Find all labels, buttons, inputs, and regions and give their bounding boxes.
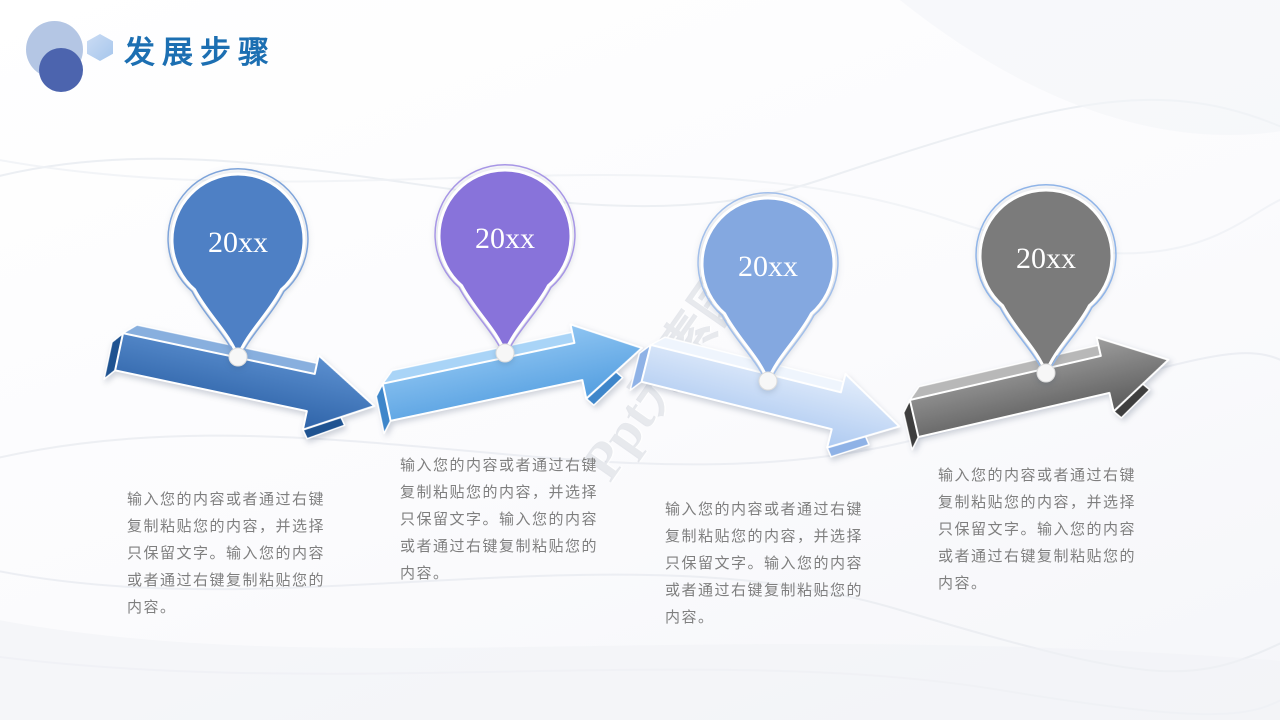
year-pin-4[interactable]: 20xx (971, 178, 1121, 383)
step-description-2[interactable]: 输入您的内容或者通过右键 复制粘贴您的内容，并选择 只保留文字。输入您的内容 或… (400, 457, 599, 582)
year-label: 20xx (208, 226, 268, 259)
step-arrow-2[interactable] (363, 297, 667, 455)
pin-tip-dot (228, 347, 248, 367)
pin-outer-ring (697, 192, 839, 389)
step-description-4[interactable]: 输入您的内容或者通过右键 复制粘贴您的内容，并选择 只保留文字。输入您的内容 或… (938, 467, 1137, 592)
pin-outer-ring (434, 164, 576, 361)
pin-tip-dot (758, 371, 778, 391)
page-title[interactable]: 发展步骤 (124, 35, 276, 70)
pin-balloon (437, 168, 573, 358)
year-label: 20xx (1016, 242, 1076, 275)
year-pin-2[interactable]: 20xx (430, 158, 580, 363)
decor-circle-small (39, 48, 83, 92)
pin-balloon (170, 172, 306, 362)
arrow-body (908, 336, 1170, 439)
year-pin-1[interactable]: 20xx (163, 162, 313, 367)
step-description-3[interactable]: 输入您的内容或者通过右键 复制粘贴您的内容，并选择 只保留文字。输入您的内容 或… (665, 501, 864, 626)
step-arrow-1[interactable] (95, 301, 399, 459)
pin-tip-dot (1036, 363, 1056, 383)
year-label: 20xx (475, 222, 535, 255)
arrow-body (640, 343, 901, 449)
year-pin-3[interactable]: 20xx (693, 186, 843, 391)
step-arrow-4[interactable] (889, 309, 1194, 472)
pin-outer-ring (975, 184, 1117, 381)
year-label: 20xx (738, 250, 798, 283)
pin-balloon (700, 196, 836, 386)
pin-outer-ring (167, 168, 309, 365)
pin-balloon (978, 188, 1114, 378)
step-description-1[interactable]: 输入您的内容或者通过右键 复制粘贴您的内容，并选择 只保留文字。输入您的内容 或… (127, 491, 326, 616)
arrow-body (114, 332, 376, 431)
arrow-body (381, 323, 643, 422)
pin-tip-dot (495, 343, 515, 363)
step-arrow-3[interactable] (620, 312, 926, 479)
